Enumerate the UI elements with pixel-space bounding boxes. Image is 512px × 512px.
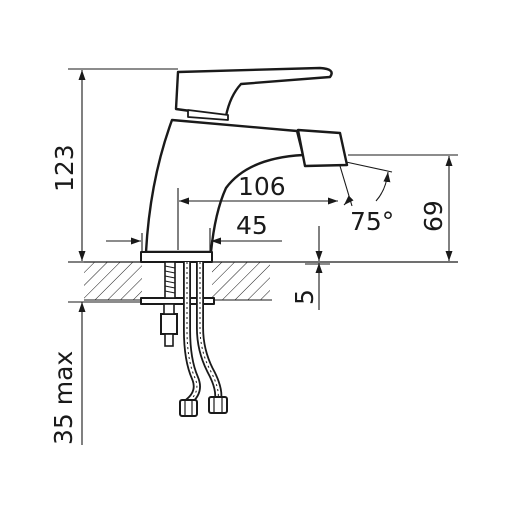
countertop-hatch-left	[84, 262, 142, 300]
dim-spray-angle-arc	[375, 171, 391, 202]
label-base-offset: 45	[236, 211, 268, 240]
handle-collar	[187, 109, 229, 121]
dim-spray-angle-ray	[339, 165, 353, 207]
label-max-deck: 35 max	[49, 351, 78, 445]
fixing-nut	[160, 313, 178, 335]
supply-hoses	[160, 261, 228, 417]
spout-aerator	[296, 128, 349, 168]
faucet	[140, 66, 349, 305]
hose-fitting-left	[179, 399, 198, 417]
countertop	[84, 261, 458, 301]
hose-fitting-right	[208, 396, 228, 414]
mounting-plate	[140, 297, 215, 305]
label-deck-thickness: 5	[290, 289, 319, 305]
dimension-lines	[68, 68, 458, 445]
countertop-hatch-right	[212, 262, 270, 300]
dimension-labels: 123 106 45 75° 69 5 35 max	[49, 144, 448, 445]
label-spray-angle: 75°	[350, 207, 394, 236]
lever-handle	[174, 66, 333, 118]
base-ring	[140, 251, 213, 263]
threaded-rod	[164, 261, 176, 299]
label-height-total: 123	[50, 144, 79, 192]
faucet-body	[144, 118, 305, 254]
label-spout-height: 69	[419, 200, 448, 232]
label-spout-reach: 106	[238, 172, 286, 201]
